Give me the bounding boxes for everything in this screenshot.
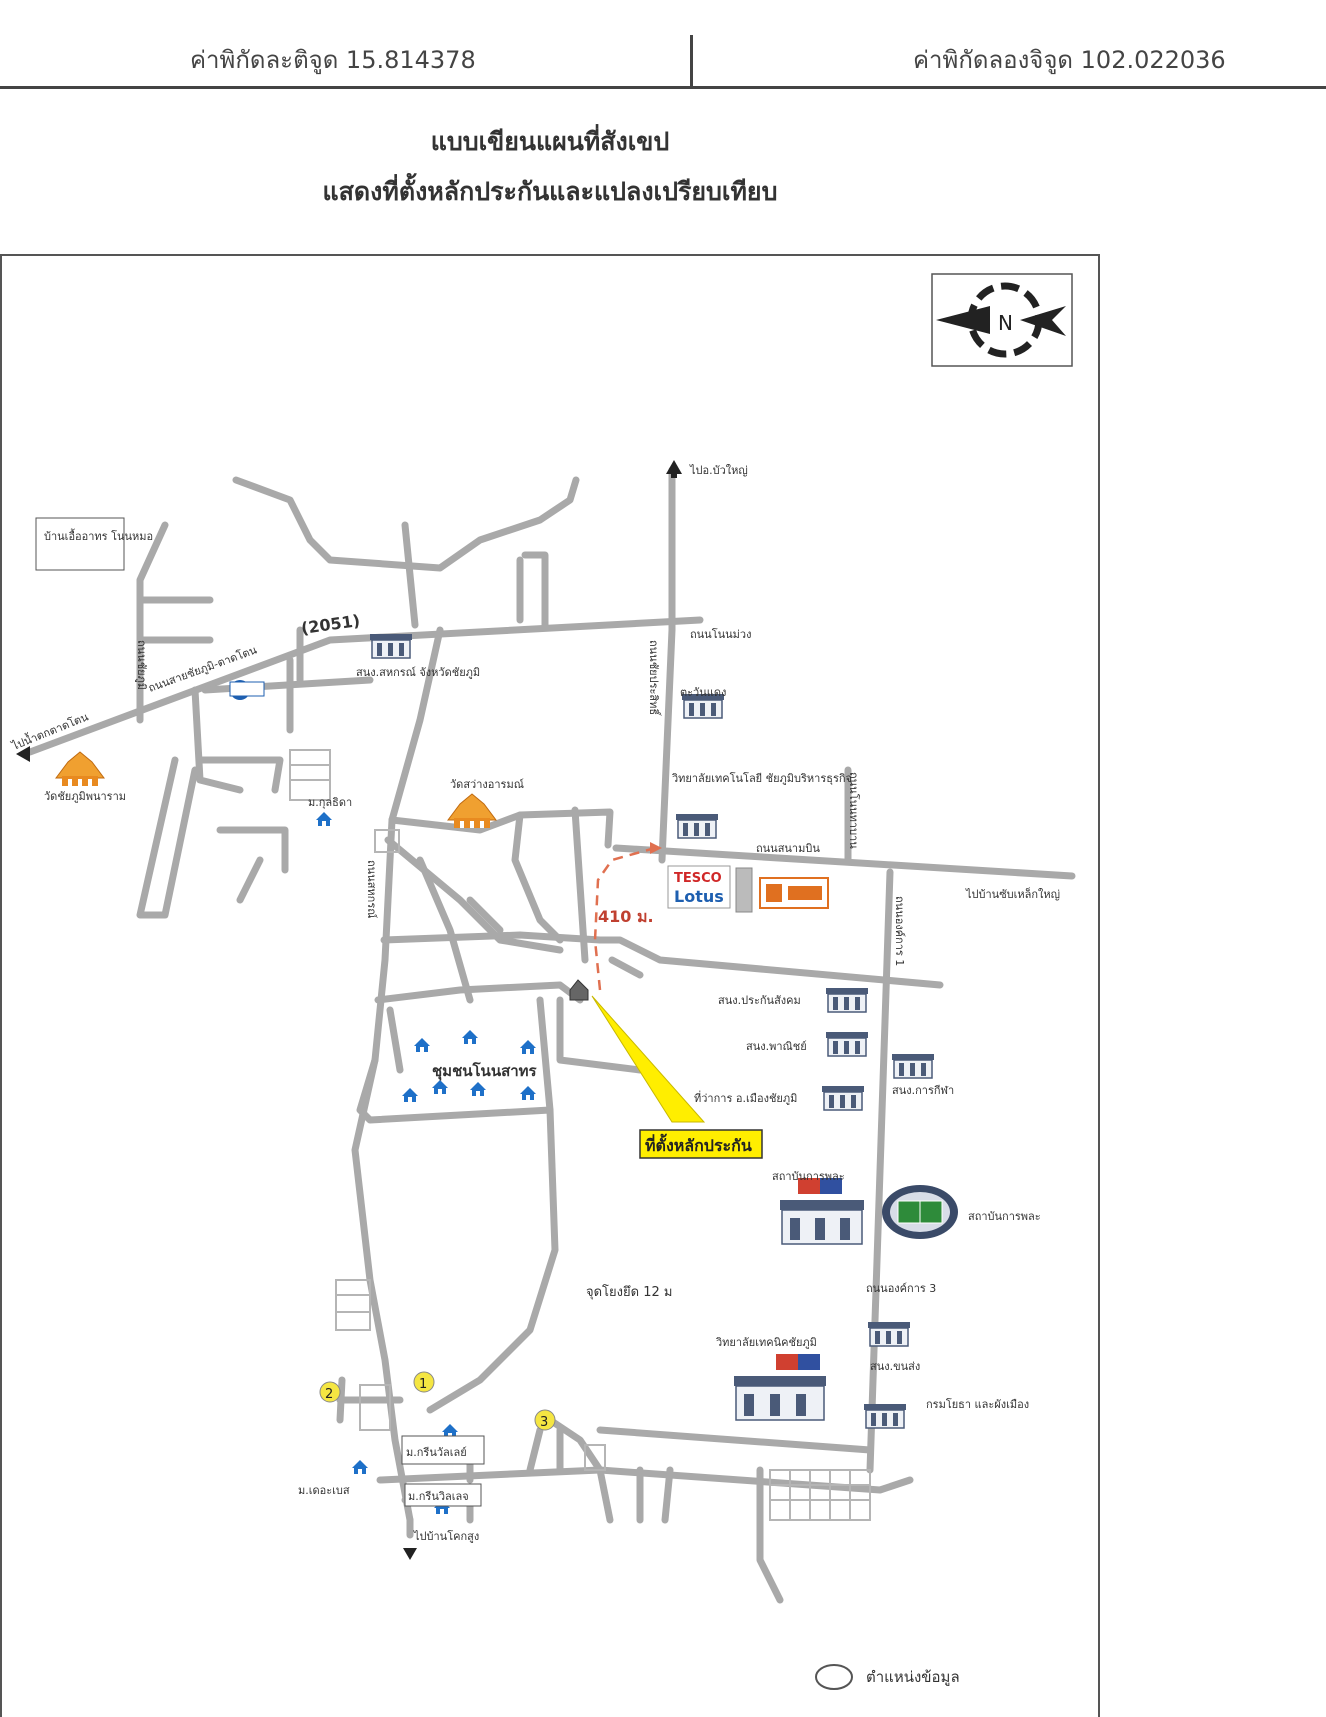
road-nonmuang-label: ถนนโนนม่วง <box>690 627 751 641</box>
lotus-label: Lotus <box>674 887 724 906</box>
route-arrow-icon <box>650 842 662 854</box>
temple-center-label: วัดสว่างอารมณ์ <box>450 778 524 791</box>
arrow-south-icon <box>403 1548 417 1560</box>
small-blocks <box>289 749 871 1521</box>
marker-2-label: 2 <box>325 1387 333 1402</box>
stadium-label: สถาบันการพละ <box>968 1210 1041 1223</box>
tech-college-building <box>734 1354 826 1421</box>
latitude-label: ค่าพิกัดละติจูด 15.814378 <box>190 46 476 74</box>
sport-office-label: สนง.การกีฬา <box>892 1084 954 1097</box>
road-sanambin-label: ถนนสนามบิน <box>756 842 820 855</box>
legend-label: ตำแหน่งข้อมูล <box>866 1668 960 1686</box>
map-title-line2: แสดงที่ตั้งหลักประกันและแปลงเปรียบเทียบ <box>322 177 778 206</box>
tech-college-label: วิทยาลัยเทคนิคชัยภูมิ <box>715 1336 817 1349</box>
to-buayai-label: ไปอ.บัวใหญ่ <box>689 464 748 477</box>
compass-icon: N <box>931 273 1073 367</box>
greenvalley-label: ม.กรีนวัลเลย์ <box>406 1446 467 1459</box>
stadium-institute-label: สถาบันการพละ <box>772 1170 845 1183</box>
social-security-label: สนง.ประกันสังคม <box>718 994 801 1007</box>
building-icon <box>867 1321 911 1347</box>
marker-1-icon: 1 <box>413 1371 435 1393</box>
marker-1-label: 1 <box>419 1377 427 1392</box>
tesco-label: TESCO <box>674 871 722 886</box>
road-ongkan3-label: ถนนองค์การ 3 <box>866 1282 936 1295</box>
collateral-callout-box <box>639 1129 763 1159</box>
header-rule <box>0 86 1326 89</box>
road-chaiprasit-label: ถนนชัยประสิทธิ์ <box>647 640 662 717</box>
building-icon <box>821 1085 865 1111</box>
village-label: บ้านเอื้ออาทร โนนหมอ <box>44 528 153 543</box>
kulthida-label: ม.กุลธิดา <box>308 796 352 809</box>
route-line <box>593 846 656 991</box>
transport-label: สนง.ขนส่ง <box>870 1360 920 1373</box>
highway-number-label: (2051) <box>300 611 361 638</box>
building-icon <box>369 633 413 659</box>
building-icon <box>825 987 869 1013</box>
to-bankoksung-label: ไปบ้านโคกสูง <box>413 1529 479 1543</box>
greenvillage-box <box>404 1483 482 1507</box>
commerce-label: สนง.พาณิชย์ <box>746 1040 807 1053</box>
distance-label: 410 ม. <box>598 907 654 926</box>
tesco-lotus-store: TESCO Lotus <box>667 865 829 913</box>
temple-left-label: วัดชัยภูมิพนาราม <box>44 790 126 803</box>
building-icon <box>891 1053 935 1079</box>
village-box <box>35 517 125 571</box>
collateral-callout-pointer <box>591 995 706 1123</box>
coop-label: สนง.สหกรณ์ จังหวัดชัยภูมิ <box>356 666 480 679</box>
temple-icon <box>447 793 497 829</box>
map-title-line1: แบบเขียนแผนที่สังเขป <box>430 127 670 156</box>
marker-3-icon: 3 <box>534 1409 556 1431</box>
map-frame <box>0 254 1100 1717</box>
road-ongkan1-label: ถนนองค์การ 1 <box>893 896 906 966</box>
building-icon <box>675 813 719 839</box>
community-houses <box>316 812 536 1514</box>
thebase-label: ม.เดอะเบส <box>298 1484 350 1497</box>
ptt-gas-station <box>229 680 265 700</box>
stadium-institute-building <box>780 1178 864 1245</box>
greenvillage-label: ม.กรีนวิลเลจ <box>408 1490 469 1503</box>
road-chaiyaphum-label: ถนนชัยภูมิ <box>135 640 148 690</box>
collateral-pin-icon <box>569 979 589 1001</box>
road-sahakorn-label: ถนนสหกรณ์ <box>365 860 378 918</box>
building-icon <box>825 1031 869 1057</box>
landmark-label: จุดโยงยึด 12 ม <box>586 1284 672 1300</box>
greenvalley-box <box>401 1435 485 1465</box>
compass-north-letter: N <box>998 311 1013 335</box>
building-icon <box>863 1403 907 1429</box>
collateral-label: ที่ตั้งหลักประกัน <box>645 1133 752 1155</box>
longitude-label: ค่าพิกัดลองจิจูด 102.022036 <box>913 46 1226 74</box>
tawandaeng-label: ตะวันแดง <box>680 686 726 699</box>
marker-2-icon: 2 <box>319 1381 341 1403</box>
stadium-icon <box>882 1185 958 1239</box>
direction-arrows <box>16 460 682 1560</box>
arrow-west-icon <box>16 746 30 762</box>
tech-business-college-label: วิทยาลัยเทคโนโลยี ชัยภูมิบริหารธุรกิจ <box>671 771 852 785</box>
header-divider <box>690 35 693 86</box>
road-network <box>26 466 1076 1604</box>
arrow-north-icon <box>666 460 682 474</box>
district-office-label: ที่ว่าการ อ.เมืองชัยภูมิ <box>694 1090 797 1105</box>
marker-3-label: 3 <box>540 1415 548 1430</box>
legend-circle-icon <box>815 1664 853 1690</box>
public-works-label: กรมโยธา และผังเมือง <box>926 1397 1029 1411</box>
community-label: ชุมชนโนนสาทร <box>432 1061 538 1081</box>
road-nontaban-label: ถนนโนนทาบาน <box>847 772 861 849</box>
to-bannongyai-label: ไปบ้านซับเหล็กใหญ่ <box>965 887 1060 901</box>
temple-icon <box>55 751 105 787</box>
